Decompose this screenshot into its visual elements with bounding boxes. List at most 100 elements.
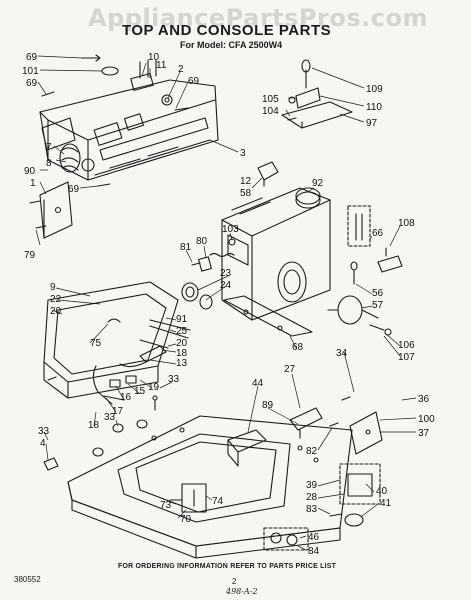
valve-actuator [327, 261, 392, 336]
mounting-strip [223, 295, 313, 337]
top-cabinet [67, 415, 353, 559]
callout-label: 40 [376, 486, 388, 497]
latch-bracket [281, 59, 353, 129]
callout-label: 90 [24, 166, 36, 177]
callout-label: 33 [38, 426, 50, 437]
callout-label: 46 [308, 532, 320, 543]
callout-label: 18 [88, 420, 100, 431]
lid-switch-wiring [92, 345, 167, 405]
callout-label: 39 [306, 480, 318, 491]
model-number: For Model: CFA 2500W4 [180, 40, 283, 50]
callout-label: 27 [284, 364, 296, 375]
leader-lines [35, 55, 417, 551]
callout-label: 18 [176, 348, 188, 359]
callout-label: 105 [262, 94, 279, 105]
callout-label: 11 [156, 60, 167, 71]
callout-label: 89 [262, 400, 274, 411]
callout-label: 97 [366, 118, 378, 129]
callout-label: 66 [372, 228, 384, 239]
callout-label: 81 [180, 242, 192, 253]
callout-label: 68 [292, 342, 304, 353]
page-number: 2 [232, 577, 237, 586]
ordering-info-footer: FOR ORDERING INFORMATION REFER TO PARTS … [118, 563, 337, 570]
console-panel [39, 79, 219, 181]
diagram-title: TOP AND CONSOLE PARTS [122, 22, 332, 39]
callout-label: 12 [240, 176, 252, 187]
callout-label: 10 [148, 52, 160, 63]
callout-label: 34 [336, 348, 348, 359]
callout-label: 37 [418, 428, 430, 439]
washer-lid [43, 281, 179, 399]
callout-label: 73 [160, 500, 172, 511]
callout-label: 33 [104, 412, 116, 423]
callout-label: 75 [90, 338, 102, 349]
callout-label: 57 [372, 300, 384, 311]
callout-label: 109 [366, 84, 383, 95]
callout-label: 74 [212, 496, 224, 507]
callout-label: 16 [120, 392, 132, 403]
callout-label: 79 [24, 250, 36, 261]
switch-assembly [347, 205, 403, 273]
callout-label: 2 [178, 64, 184, 75]
callout-label: 9 [50, 282, 56, 293]
callout-label: 41 [380, 498, 392, 509]
right-bracket [329, 396, 383, 455]
hook-clip [257, 161, 279, 187]
center-latch [169, 483, 207, 513]
lid-switch-mount [227, 407, 323, 467]
callout-label: 69 [188, 76, 200, 87]
callout-label: 20 [50, 306, 62, 317]
callout-label: 23 [220, 268, 232, 279]
lid-hinge [107, 318, 191, 349]
watermark: AppliancePartsPros.com [88, 4, 428, 32]
callout-label: 4 [40, 438, 46, 449]
callout-label: 33 [168, 374, 180, 385]
callout-label: 1 [30, 178, 36, 189]
callout-labels: 69 101 69 10 11 2 69 7 8 90 1 69 3 79 10… [22, 52, 435, 557]
callout-label: 8 [46, 158, 52, 169]
grommets [181, 282, 213, 310]
callout-label: 36 [418, 394, 430, 405]
callout-label: 3 [240, 148, 246, 159]
handwritten-note: 498-A-2 [226, 587, 258, 596]
callout-label: 17 [112, 406, 124, 417]
callout-label: 20 [176, 338, 188, 349]
callout-label: 103 [222, 224, 239, 235]
callout-label: 15 [134, 386, 146, 397]
callout-label: 22 [50, 294, 62, 305]
parts-bag [263, 527, 309, 551]
dispenser-housing [221, 187, 331, 321]
callout-label: 83 [306, 504, 318, 515]
callout-label: 82 [306, 446, 318, 457]
console-end-bracket [39, 181, 73, 239]
callout-label: 107 [398, 352, 415, 363]
document-number: 380552 [14, 575, 41, 584]
callout-label: 91 [176, 314, 188, 325]
callout-label: 69 [68, 184, 80, 195]
callout-label: 69 [26, 78, 38, 89]
callout-label: 19 [148, 382, 160, 393]
callout-label: 101 [22, 66, 39, 77]
callout-label: 92 [312, 178, 324, 189]
callout-label: 100 [418, 414, 435, 425]
callout-label: 69 [26, 52, 38, 63]
callout-label: 84 [308, 546, 320, 557]
callout-label: 28 [306, 492, 318, 503]
callout-label: 58 [240, 188, 252, 199]
callout-label: 24 [220, 280, 232, 291]
callout-label: 106 [398, 340, 415, 351]
callout-label: 7 [46, 142, 52, 153]
callout-label: 108 [398, 218, 415, 229]
timer-assembly [59, 143, 95, 173]
callout-label: 110 [366, 102, 382, 113]
callout-label: 80 [196, 236, 208, 247]
callout-label: 25 [176, 326, 188, 337]
callout-label: 104 [262, 106, 279, 117]
callout-label: 56 [372, 288, 384, 299]
callout-label: 13 [176, 358, 188, 369]
callout-label: 70 [180, 514, 192, 525]
callout-label: 44 [252, 378, 264, 389]
solenoid-assembly [329, 463, 381, 527]
bumpers [43, 419, 148, 471]
